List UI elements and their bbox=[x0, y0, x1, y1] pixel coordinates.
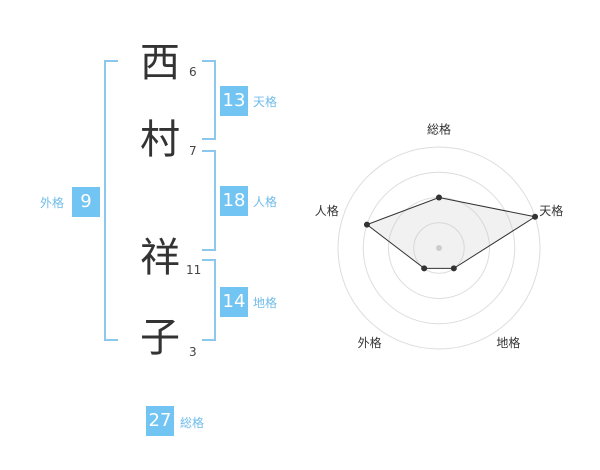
radar-axis-label-2: 天格 bbox=[539, 203, 563, 218]
radar-point-1 bbox=[436, 194, 442, 201]
name-char-4: 子 bbox=[140, 315, 180, 361]
jinkaku-bracket bbox=[202, 150, 216, 251]
chikaku-bracket bbox=[202, 259, 216, 341]
stroke-count-3: 11 bbox=[186, 263, 202, 277]
radar-center-dot bbox=[436, 245, 442, 251]
radar-point-4 bbox=[421, 265, 428, 272]
stroke-count-4: 3 bbox=[189, 345, 197, 359]
jinkaku-label: 人格 bbox=[253, 195, 278, 209]
stroke-count-2: 7 bbox=[189, 144, 197, 158]
radar-point-2 bbox=[532, 213, 539, 220]
radar-grid-ring bbox=[337, 146, 541, 350]
radar-axis-label-5: 人格 bbox=[315, 203, 339, 218]
chikaku-label: 地格 bbox=[253, 296, 278, 310]
radar-point-5 bbox=[363, 221, 370, 228]
name-char-1: 西 bbox=[140, 40, 180, 86]
radar-axis-label-4: 外格 bbox=[358, 335, 382, 350]
name-char-2: 村 bbox=[140, 117, 180, 163]
gaikaku-label: 外格 bbox=[40, 196, 65, 210]
radar-grid-ring bbox=[362, 171, 516, 325]
radar-point-3 bbox=[450, 265, 457, 272]
chikaku-badge: 14 bbox=[220, 287, 248, 317]
gaikaku-badge: 9 bbox=[72, 187, 100, 217]
tenkaku-label: 天格 bbox=[253, 95, 278, 109]
radar-axis-label-3: 地格 bbox=[496, 335, 520, 350]
soukaku-label: 総格 bbox=[180, 416, 205, 430]
soukaku-badge: 27 bbox=[146, 406, 174, 436]
gaikaku-bracket bbox=[104, 60, 118, 341]
jinkaku-badge: 18 bbox=[220, 186, 248, 216]
radar-grid-ring bbox=[413, 222, 465, 274]
radar-axis-label-1: 総格 bbox=[427, 122, 451, 137]
tenkaku-bracket bbox=[202, 60, 216, 140]
radar-series-area bbox=[365, 196, 537, 269]
stroke-count-1: 6 bbox=[189, 65, 197, 79]
name-char-3: 祥 bbox=[140, 235, 180, 281]
tenkaku-badge: 13 bbox=[220, 86, 248, 116]
